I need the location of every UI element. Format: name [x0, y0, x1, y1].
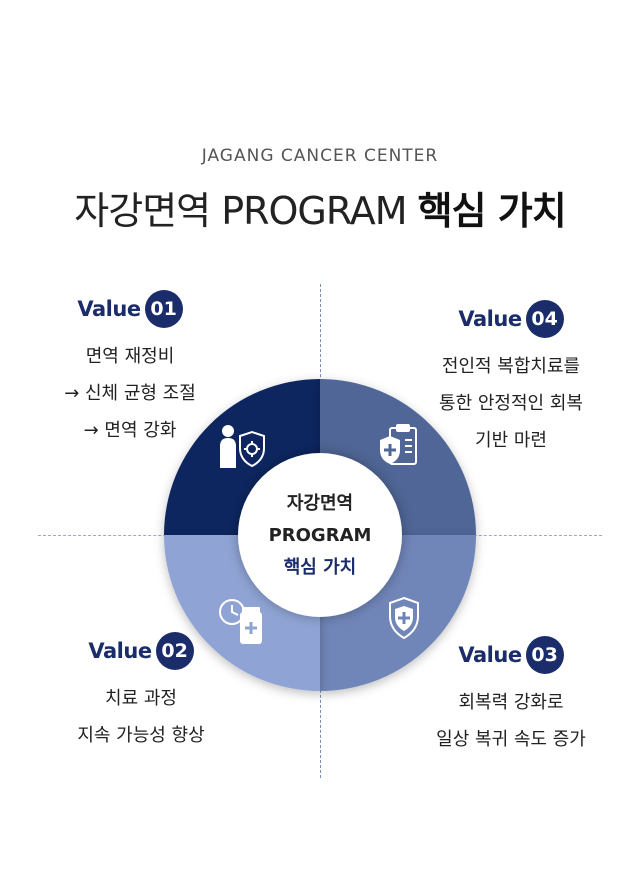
doctor-shield-icon	[220, 425, 265, 468]
value-03-number: 03	[525, 636, 564, 674]
medical-shield-icon	[389, 596, 419, 640]
value-03-block: Value 03 회복력 강화로 일상 복귀 속도 증가	[398, 636, 624, 758]
eyebrow-text: JAGANG CANCER CENTER	[201, 146, 439, 166]
value-02-line-2: 지속 가능성 향상	[77, 725, 205, 746]
value-03-tag: Value 03	[458, 636, 564, 674]
value-01-line-1: 면역 재정비	[85, 346, 175, 367]
value-04-block: Value 04 전인적 복합치료를 통한 안정적인 회복 기반 마련	[400, 300, 622, 459]
clock-medicine-icon	[219, 599, 262, 644]
value-01-line-3: → 면역 강화	[83, 420, 177, 441]
center-line-1: 자강면역	[286, 493, 354, 514]
value-04-line-1: 전인적 복합치료를	[441, 356, 581, 377]
value-02-line-1: 치료 과정	[105, 688, 177, 709]
value-04-line-3: 기반 마련	[475, 430, 547, 451]
value-04-number: 04	[525, 300, 564, 338]
center-line-2: PROGRAM	[268, 525, 372, 546]
value-02-tag: Value 02	[88, 632, 194, 670]
value-01-tag: Value 01	[77, 290, 183, 328]
center-circle	[238, 453, 402, 617]
page-title: 자강면역 PROGRAM 핵심 가치	[0, 180, 640, 235]
value-02-block: Value 02 치료 과정 지속 가능성 향상	[16, 632, 266, 754]
value-03-description: 회복력 강화로 일상 복귀 속도 증가	[398, 684, 624, 758]
clipboard-shield-icon	[380, 424, 417, 465]
value-03-label: Value	[458, 643, 522, 667]
value-02-description: 치료 과정 지속 가능성 향상	[16, 680, 266, 754]
value-04-label: Value	[458, 307, 522, 331]
value-02-number: 02	[155, 632, 194, 670]
value-04-line-2: 통한 안정적인 회복	[439, 393, 583, 414]
value-01-number: 01	[144, 290, 183, 328]
value-01-line-2: → 신체 균형 조절	[64, 383, 196, 404]
value-01-block: Value 01 면역 재정비 → 신체 균형 조절 → 면역 강화	[20, 290, 240, 449]
value-03-line-1: 회복력 강화로	[458, 692, 564, 713]
value-01-label: Value	[77, 297, 141, 321]
value-04-tag: Value 04	[458, 300, 564, 338]
value-02-label: Value	[88, 639, 152, 663]
center-label: 자강면역 PROGRAM 핵심 가치	[250, 488, 390, 584]
title-bold: 핵심 가치	[417, 189, 567, 233]
value-04-description: 전인적 복합치료를 통한 안정적인 회복 기반 마련	[400, 348, 622, 459]
value-01-description: 면역 재정비 → 신체 균형 조절 → 면역 강화	[20, 338, 240, 449]
title-light: 자강면역 PROGRAM	[74, 189, 407, 233]
center-line-3: 핵심 가치	[283, 557, 357, 578]
value-03-line-2: 일상 복귀 속도 증가	[436, 729, 586, 750]
